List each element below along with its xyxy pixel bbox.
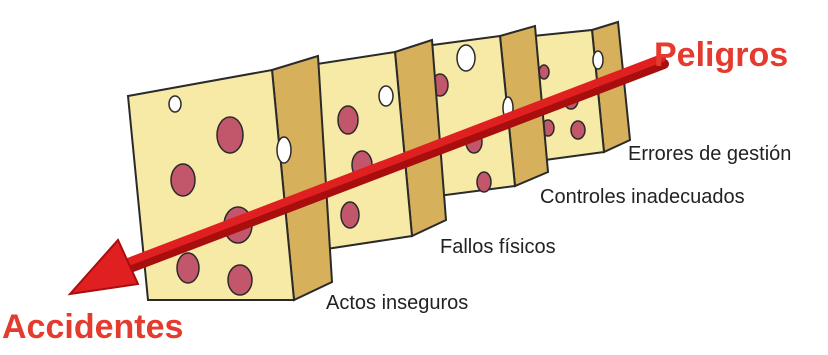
cheese-hole <box>477 172 491 192</box>
cheese-hole <box>457 45 475 71</box>
cheese-hole <box>341 202 359 228</box>
layer-label-controles-inadecuados: Controles inadecuados <box>540 186 745 209</box>
accidents-heading: Accidentes <box>2 308 183 347</box>
layer-label-fallos-fisicos: Fallos físicos <box>440 236 556 259</box>
cheese-hole <box>277 137 291 163</box>
cheese-hole <box>338 106 358 134</box>
cheese-hole <box>177 253 199 283</box>
cheese-hole <box>379 86 393 106</box>
cheese-hole <box>171 164 195 196</box>
hazards-heading: Peligros <box>654 36 788 75</box>
layer-label-errores-de-gestion: Errores de gestión <box>628 143 791 166</box>
cheese-slice-face <box>128 70 294 300</box>
cheese-hole <box>593 51 603 69</box>
cheese-hole <box>169 96 181 112</box>
arrow-head-icon <box>70 240 138 294</box>
cheese-slice-actos-inseguros <box>128 56 332 300</box>
cheese-hole <box>228 265 252 295</box>
layer-label-actos-inseguros: Actos inseguros <box>326 292 468 315</box>
cheese-hole <box>571 121 585 139</box>
cheese-hole <box>217 117 243 153</box>
